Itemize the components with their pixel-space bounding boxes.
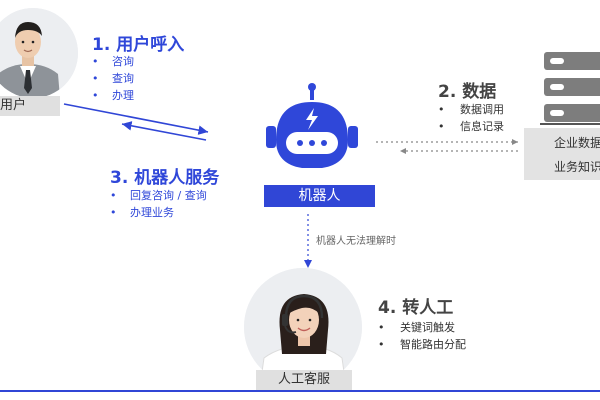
robot-server-arrows — [376, 139, 518, 154]
bullet: • — [438, 120, 445, 133]
bullet: • — [378, 321, 385, 334]
step4-list: •关键词触发 •智能路由分配 — [378, 319, 488, 353]
bullet: • — [92, 89, 99, 102]
step3-title: 3. 机器人服务 — [110, 168, 220, 188]
step3-item: •办理业务 — [110, 206, 174, 219]
server-rack-icon — [540, 52, 600, 125]
robot-label: 机器人 — [264, 185, 375, 207]
step1-item: •咨询 — [92, 55, 134, 68]
headset-agent-icon — [244, 268, 362, 386]
step3-item: •回复咨询 / 查询 — [110, 189, 207, 202]
bullet: • — [378, 338, 385, 351]
bullet: • — [92, 55, 99, 68]
step3-list: •回复咨询 / 查询 •办理业务 — [110, 187, 240, 221]
agent-label: 人工客服 — [256, 370, 352, 390]
robot-head-icon — [266, 83, 358, 168]
user-robot-arrows — [63, 103, 209, 141]
step1-item: •查询 — [92, 72, 134, 85]
bullet: • — [438, 103, 445, 116]
agent-avatar — [244, 268, 362, 386]
businessman-icon — [0, 8, 78, 98]
step1-list: •咨询 •查询 •办理 — [92, 53, 172, 104]
server-label-line1: 企业数据 — [554, 136, 600, 150]
server-label-line2: 业务知识 — [554, 160, 600, 174]
arrow-user-to-robot — [63, 103, 209, 135]
user-label: 用户 — [0, 96, 60, 116]
arrow-robot-to-user — [121, 121, 207, 141]
step4-item: •关键词触发 — [378, 321, 455, 334]
fallback-label: 机器人无法理解时 — [316, 236, 396, 247]
step2-item: •数据调用 — [438, 103, 504, 116]
bullet: • — [92, 72, 99, 85]
user-avatar — [0, 8, 78, 98]
bullet: • — [110, 206, 117, 219]
step2-item: •信息记录 — [438, 120, 504, 133]
bullet: • — [110, 189, 117, 202]
bottom-divider — [0, 390, 600, 392]
step1-title: 1. 用户呼入 — [92, 35, 185, 55]
step4-title: 4. 转人工 — [378, 298, 454, 318]
robot-agent-arrow — [304, 214, 312, 268]
step4-item: •智能路由分配 — [378, 338, 466, 351]
step1-item: •办理 — [92, 89, 134, 102]
step2-list: •数据调用 •信息记录 — [438, 101, 528, 135]
server-label-box: 企业数据 业务知识 — [524, 128, 600, 180]
step2-title: 2. 数据 — [438, 82, 497, 102]
